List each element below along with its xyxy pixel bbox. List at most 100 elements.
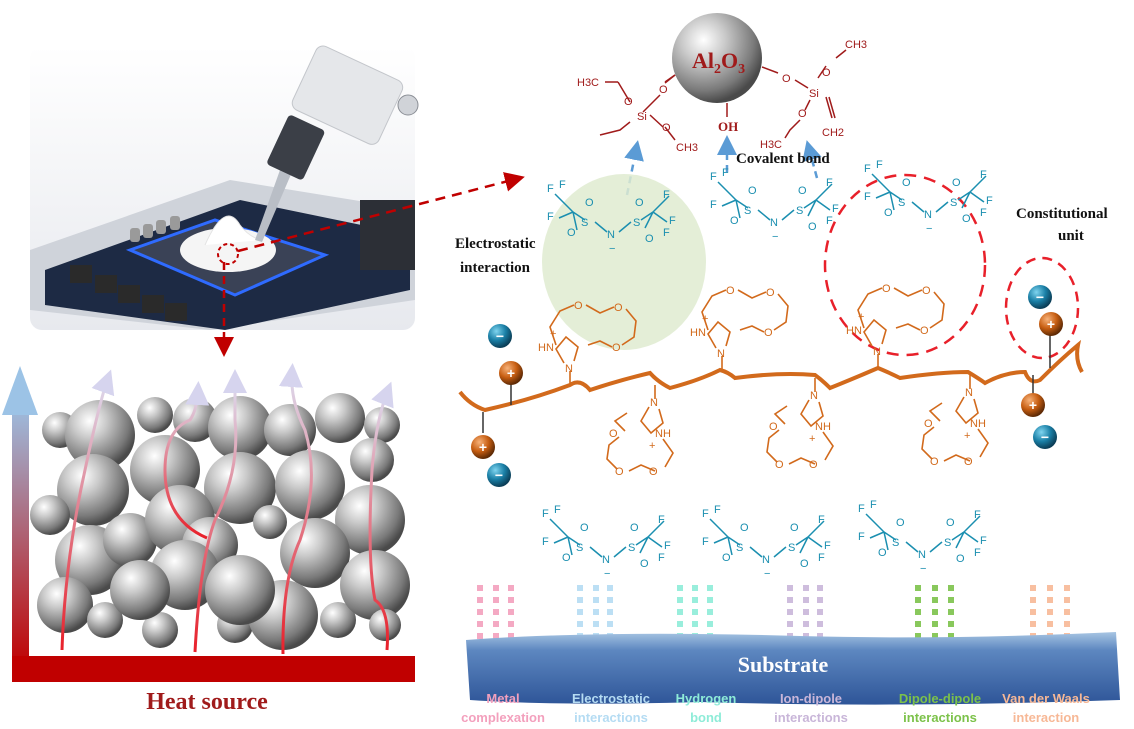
svg-text:+: +: [479, 439, 487, 455]
svg-text:F: F: [826, 215, 833, 227]
interaction-marker-group: [1030, 585, 1070, 639]
interaction-marker-group: [577, 585, 613, 639]
svg-text:F: F: [542, 508, 549, 520]
svg-text:O: O: [790, 522, 799, 534]
svg-text:F: F: [826, 177, 833, 189]
svg-text:+: +: [858, 311, 864, 323]
svg-text:F: F: [722, 167, 729, 179]
svg-text:CH3: CH3: [676, 142, 698, 154]
svg-text:O: O: [722, 552, 731, 564]
ch3-label-right: CH3: [845, 39, 867, 51]
svg-text:HN: HN: [538, 342, 554, 354]
svg-text:O: O: [882, 283, 891, 295]
svg-text:Hydrogen: Hydrogen: [676, 691, 737, 706]
svg-text:N: N: [650, 397, 658, 409]
svg-text:F: F: [974, 509, 981, 521]
heat-flow-paths: [60, 363, 394, 655]
svg-text:+: +: [1047, 316, 1055, 332]
svg-text:F: F: [559, 179, 566, 191]
svg-text:O: O: [662, 122, 671, 134]
svg-text:+: +: [1029, 397, 1037, 413]
filler-particle: [364, 407, 400, 443]
filler-particle: [369, 609, 401, 641]
svg-text:F: F: [832, 203, 839, 215]
svg-text:F: F: [876, 159, 883, 171]
filler-particle: [110, 560, 170, 620]
svg-text:O: O: [635, 197, 644, 209]
svg-text:HN: HN: [846, 325, 862, 337]
svg-text:O: O: [884, 207, 893, 219]
svg-text:N: N: [873, 346, 881, 358]
svg-text:O: O: [630, 522, 639, 534]
svg-text:−: −: [1041, 429, 1049, 445]
svg-text:O: O: [902, 177, 911, 189]
svg-text:O: O: [878, 547, 887, 559]
svg-text:O: O: [609, 428, 618, 440]
svg-text:−: −: [496, 328, 504, 344]
svg-text:N: N: [770, 217, 778, 229]
svg-text:F: F: [980, 207, 987, 219]
filler-particle: [264, 404, 316, 456]
svg-text:O: O: [645, 233, 654, 245]
cation-ball: +: [499, 361, 523, 385]
svg-text:−: −: [926, 223, 932, 235]
cation-ball: +: [1021, 393, 1045, 417]
svg-text:F: F: [664, 540, 671, 552]
svg-text:+: +: [507, 365, 515, 381]
svg-text:S: S: [581, 217, 588, 229]
svg-text:F: F: [980, 535, 987, 547]
svg-text:Ion-dipole: Ion-dipole: [780, 691, 842, 706]
interaction-legend: MetalcomplexationElectrostaticinteractio…: [461, 691, 1090, 725]
imidazolium-pendant: NNH+OOO: [921, 375, 989, 468]
svg-text:F: F: [864, 163, 871, 175]
svg-text:N: N: [762, 554, 770, 566]
zoom-connector-right: [237, 172, 525, 253]
svg-text:−: −: [920, 563, 926, 575]
svg-text:−: −: [1036, 289, 1044, 305]
svg-text:O: O: [775, 459, 784, 471]
electrostatic-label-line2: interaction: [460, 260, 531, 276]
svg-text:F: F: [702, 536, 709, 548]
svg-text:N: N: [607, 229, 615, 241]
svg-text:S: S: [898, 197, 905, 209]
heat-path-5: [368, 381, 394, 651]
svg-text:O: O: [748, 185, 757, 197]
board-components: [70, 265, 187, 321]
svg-text:complexation: complexation: [461, 710, 545, 725]
interaction-marker-group: [677, 585, 713, 639]
capacitors: [130, 216, 180, 242]
svg-text:F: F: [702, 508, 709, 520]
svg-text:N: N: [602, 554, 610, 566]
svg-text:Electrostatic: Electrostatic: [572, 691, 650, 706]
interaction-marker-group: [915, 585, 954, 639]
dispensing-photo: [30, 45, 419, 330]
imidazolium-pendant: NNH+OOO: [766, 378, 834, 471]
svg-text:O: O: [822, 67, 831, 79]
filler-particle: [103, 513, 157, 567]
svg-text:interactions: interactions: [774, 710, 848, 725]
ion-pairs: −++−−++−: [471, 285, 1063, 487]
constitutional-label-line2: unit: [1058, 228, 1084, 244]
anion-ball: −: [1028, 285, 1052, 309]
svg-text:+: +: [550, 328, 556, 340]
svg-text:O: O: [896, 517, 905, 529]
svg-text:F: F: [858, 503, 865, 515]
svg-text:O: O: [562, 552, 571, 564]
left-silane: [599, 74, 676, 141]
polymer-backbone: [458, 339, 1084, 413]
svg-text:F: F: [986, 195, 993, 207]
svg-text:O: O: [766, 287, 775, 299]
filler-particle: [253, 505, 287, 539]
svg-text:O: O: [740, 522, 749, 534]
svg-text:F: F: [710, 199, 717, 211]
filler-particle: [30, 495, 70, 535]
